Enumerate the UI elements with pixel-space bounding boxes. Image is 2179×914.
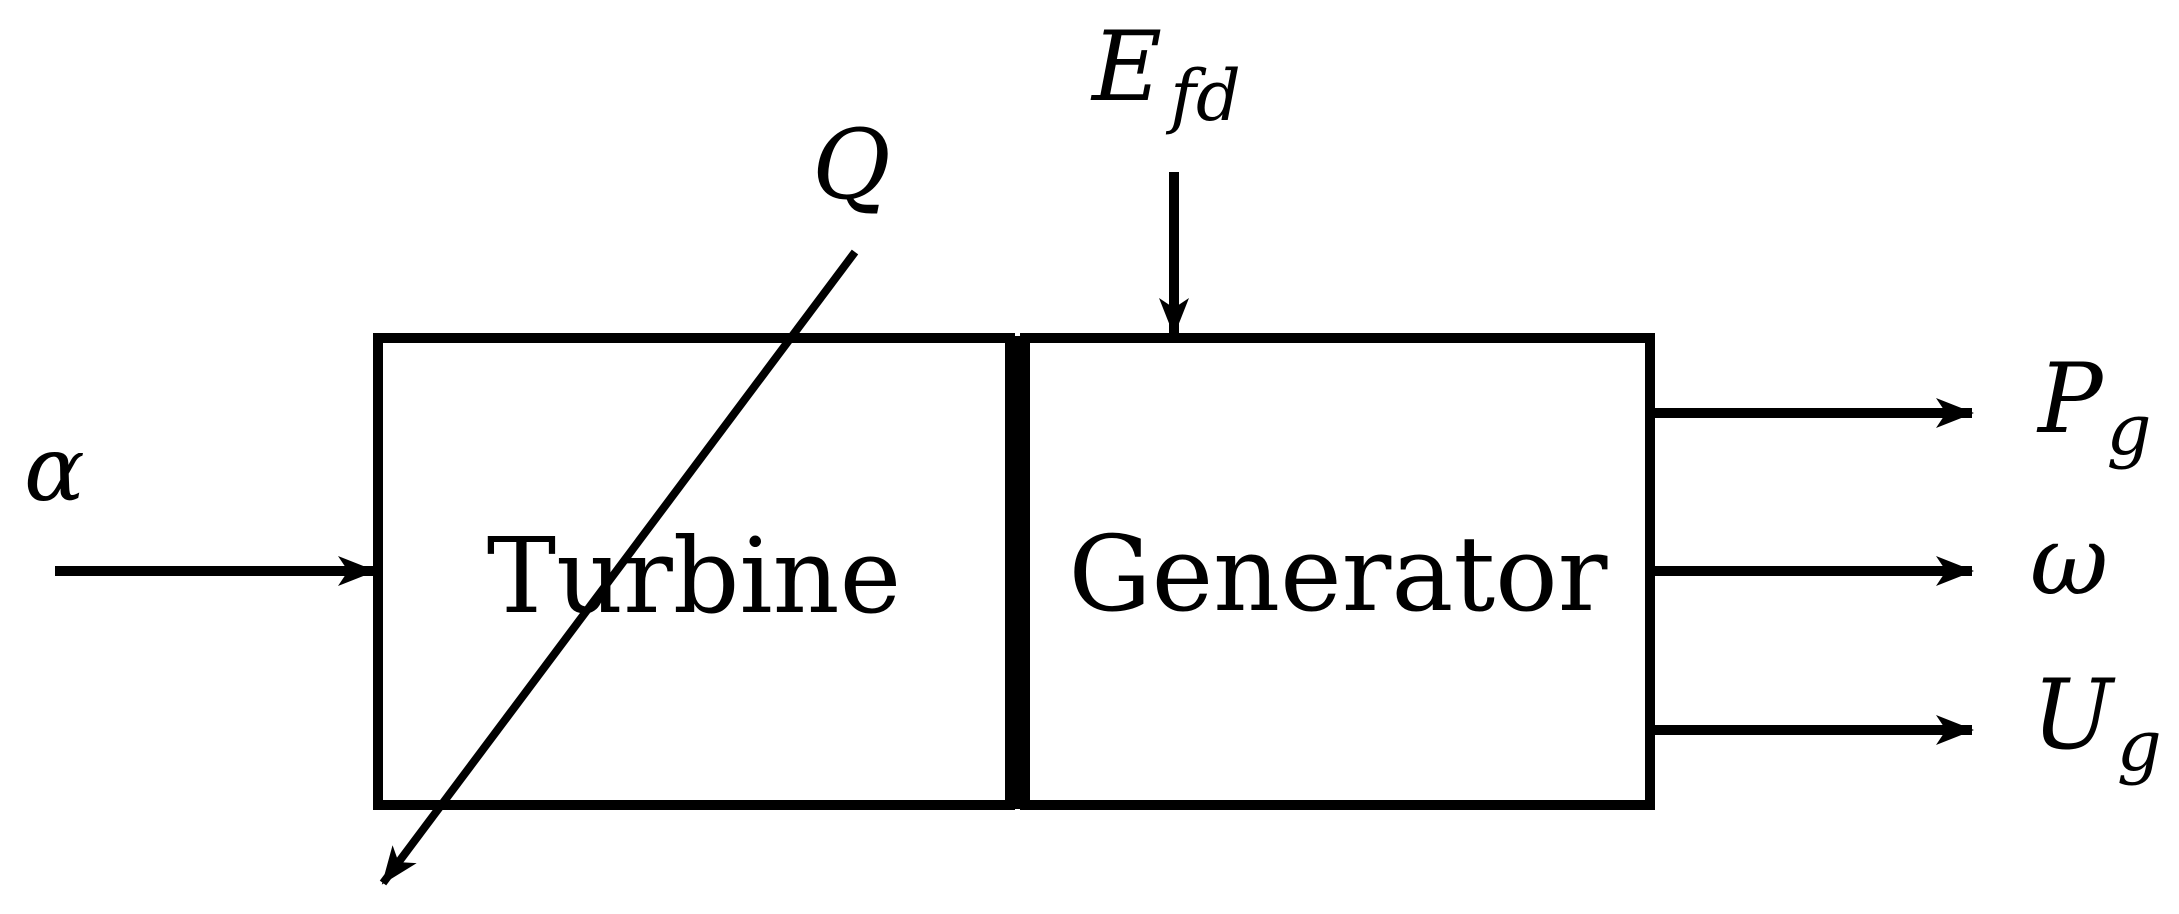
efd-subscript: fd xyxy=(1165,55,1241,137)
turbine-label: Turbine xyxy=(487,515,901,637)
pg-subscript: g xyxy=(2107,389,2152,471)
pg-label: Pg xyxy=(2036,343,2151,471)
generator-label: Generator xyxy=(1069,513,1608,635)
q-flow-arrow xyxy=(379,249,859,886)
ug-label: Ug xyxy=(2032,659,2162,787)
efd-base: E xyxy=(1090,11,1162,123)
q-label: Q xyxy=(812,109,891,221)
omega-label: ω xyxy=(2030,505,2108,617)
pg-base: P xyxy=(2036,343,2104,455)
alpha-label: α xyxy=(24,417,85,522)
ug-base: U xyxy=(2032,659,2116,771)
shaft-coupling-divider xyxy=(1006,336,1029,809)
ug-subscript: g xyxy=(2117,705,2162,787)
